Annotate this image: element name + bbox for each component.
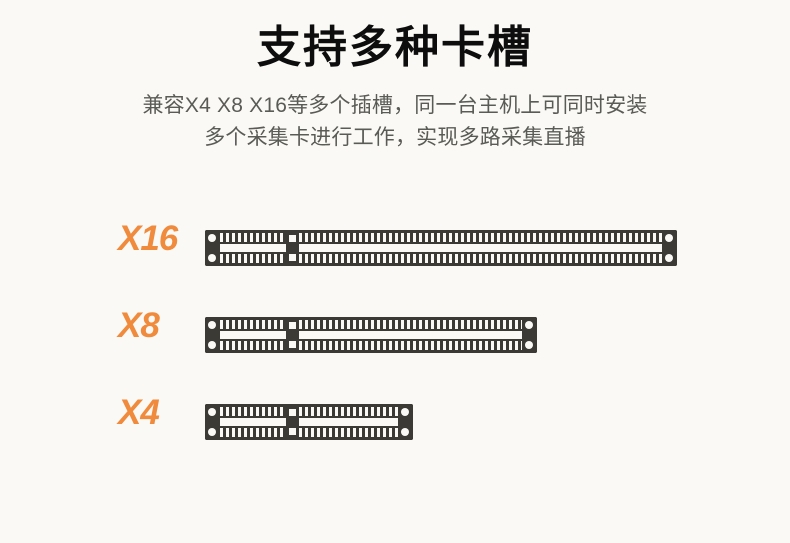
slot-row-x16: X16 xyxy=(0,212,790,299)
pin-teeth-top xyxy=(299,233,662,242)
slot-channel xyxy=(299,417,398,427)
connector-end-cap-left xyxy=(205,230,220,266)
subtitle-line-2: 多个采集卡进行工作，实现多路采集直播 xyxy=(204,125,586,149)
key-notch-icon xyxy=(289,235,296,242)
pin-teeth-top xyxy=(220,233,286,242)
connector-key-divider xyxy=(286,404,299,440)
pin-teeth-top xyxy=(220,320,286,329)
screw-hole-icon xyxy=(665,234,673,242)
pin-bank-short xyxy=(220,230,286,266)
slot-channel xyxy=(220,243,286,253)
key-notch-icon xyxy=(289,322,296,329)
screw-hole-icon xyxy=(665,254,673,262)
slot-label-x16: X16 xyxy=(118,219,178,258)
slot-list: X16 xyxy=(0,212,790,473)
pin-teeth-bottom xyxy=(299,341,522,350)
pin-bank-long xyxy=(299,230,662,266)
key-notch-icon xyxy=(289,341,296,348)
slot-label-x4: X4 xyxy=(118,393,160,432)
key-notch-icon xyxy=(289,254,296,261)
screw-hole-icon xyxy=(208,254,216,262)
pcie-connector-x16 xyxy=(205,230,677,266)
pin-teeth-bottom xyxy=(220,428,286,437)
key-notch-icon xyxy=(289,428,296,435)
screw-hole-icon xyxy=(208,408,216,416)
screw-hole-icon xyxy=(401,428,409,436)
page-subtitle: 兼容X4 X8 X16等多个插槽，同一台主机上可同时安装 多个采集卡进行工作，实… xyxy=(0,90,790,154)
pin-teeth-top xyxy=(299,320,522,329)
pin-bank-long xyxy=(299,404,398,440)
connector-end-cap-right xyxy=(522,317,537,353)
screw-hole-icon xyxy=(525,321,533,329)
screw-hole-icon xyxy=(525,341,533,349)
pin-teeth-bottom xyxy=(299,428,398,437)
pin-teeth-top xyxy=(299,407,398,416)
pin-bank-short xyxy=(220,404,286,440)
screw-hole-icon xyxy=(208,321,216,329)
slot-row-x4: X4 xyxy=(0,386,790,473)
connector-key-divider xyxy=(286,317,299,353)
screw-hole-icon xyxy=(208,428,216,436)
subtitle-line-1: 兼容X4 X8 X16等多个插槽，同一台主机上可同时安装 xyxy=(142,93,648,117)
pin-teeth-top xyxy=(220,407,286,416)
pcie-connector-x8 xyxy=(205,317,537,353)
pin-teeth-bottom xyxy=(299,254,662,263)
page-title: 支持多种卡槽 xyxy=(257,23,533,72)
key-notch-icon xyxy=(289,409,296,416)
slot-label-x8: X8 xyxy=(118,306,160,345)
slot-channel xyxy=(299,330,522,340)
pcie-connector-x4 xyxy=(205,404,413,440)
pin-teeth-bottom xyxy=(220,254,286,263)
heading-block: 支持多种卡槽 兼容X4 X8 X16等多个插槽，同一台主机上可同时安装 多个采集… xyxy=(0,22,790,154)
slot-channel xyxy=(299,243,662,253)
pin-teeth-bottom xyxy=(220,341,286,350)
slot-row-x8: X8 xyxy=(0,299,790,386)
connector-end-cap-right xyxy=(398,404,413,440)
screw-hole-icon xyxy=(208,341,216,349)
connector-key-divider xyxy=(286,230,299,266)
slot-channel xyxy=(220,417,286,427)
pin-bank-short xyxy=(220,317,286,353)
screw-hole-icon xyxy=(208,234,216,242)
connector-end-cap-left xyxy=(205,404,220,440)
screw-hole-icon xyxy=(401,408,409,416)
slot-channel xyxy=(220,330,286,340)
connector-end-cap-left xyxy=(205,317,220,353)
pin-bank-long xyxy=(299,317,522,353)
connector-end-cap-right xyxy=(662,230,677,266)
